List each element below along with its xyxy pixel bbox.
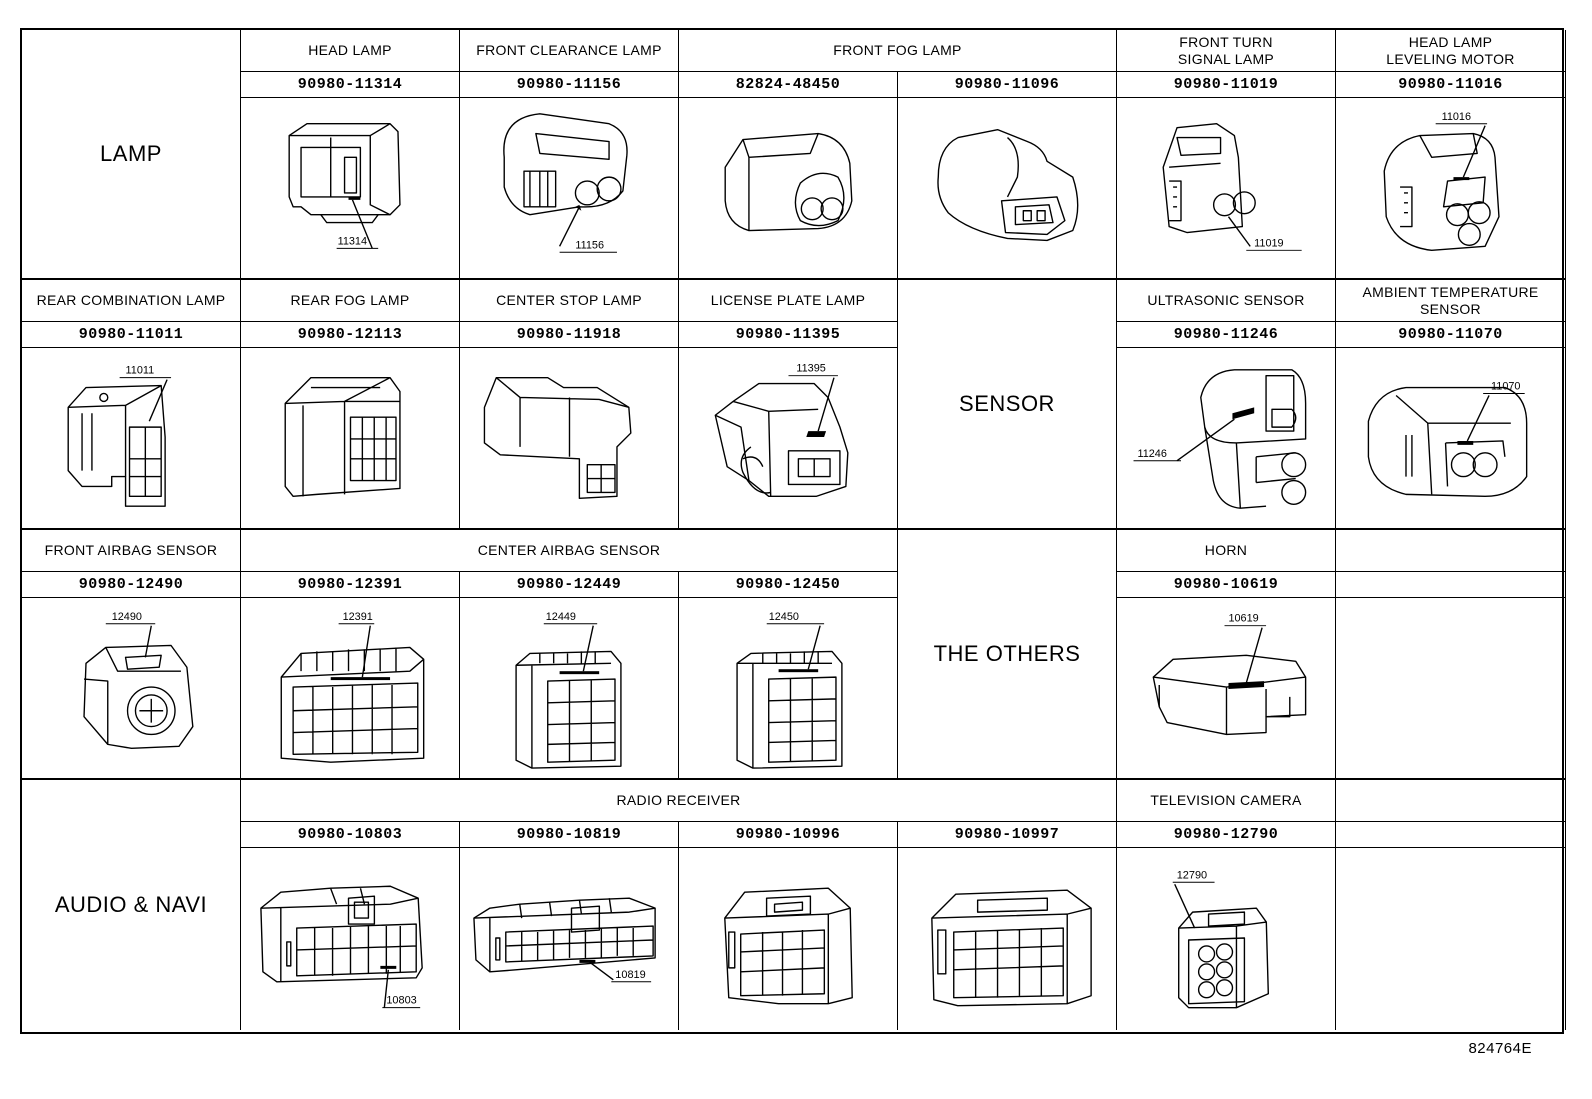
- connector-name-front-fog-lamp: FRONT FOG LAMP: [679, 30, 1117, 72]
- connector-drawing-48450: [679, 98, 898, 280]
- name-text: FRONT TURN SIGNAL LAMP: [1177, 33, 1275, 67]
- callout-label: 11011: [126, 365, 155, 377]
- connector-drawing-11156: 11156: [460, 98, 679, 280]
- connector-drawing-12450: 12450: [679, 598, 898, 780]
- connector-drawing-11019: 11019: [1117, 98, 1336, 280]
- callout-label: 11246: [1137, 448, 1166, 460]
- connector-drawing-10819: 10819: [460, 848, 679, 1030]
- part-number: 90980-12391: [241, 572, 460, 598]
- callout-label: 11395: [796, 363, 825, 375]
- callout-label: 12490: [112, 611, 142, 623]
- part-number: 90980-11019: [1117, 72, 1336, 98]
- connector-drawing-12449: 12449: [460, 598, 679, 780]
- part-number: 90980-11246: [1117, 322, 1336, 348]
- diagram-id: 824764E: [1468, 1040, 1532, 1057]
- category-lamp: LAMP: [22, 30, 241, 280]
- part-number: 90980-12790: [1117, 822, 1336, 848]
- part-number: 90980-11918: [460, 322, 679, 348]
- connector-drawing-12391: 12391: [241, 598, 460, 780]
- connector-name-front-clearance-lamp: FRONT CLEARANCE LAMP: [460, 30, 679, 72]
- callout-label: 12391: [343, 611, 373, 623]
- name-text: HEAD LAMP LEVELING MOTOR: [1386, 33, 1515, 67]
- connector-name-front-turn-signal-lamp: FRONT TURN SIGNAL LAMP: [1117, 30, 1336, 72]
- part-number: 90980-12113: [241, 322, 460, 348]
- name-text: AMBIENT TEMPERATURE SENSOR: [1362, 283, 1539, 317]
- connector-drawing-11096: [898, 98, 1117, 280]
- empty-cell: [1336, 598, 1566, 780]
- connector-drawing-10803: 10803: [241, 848, 460, 1030]
- connector-name-ambient-temperature-sensor: AMBIENT TEMPERATURE SENSOR: [1336, 280, 1566, 322]
- callout-label: 11070: [1491, 381, 1520, 393]
- callout-label: 11156: [575, 239, 604, 251]
- connector-name-rear-fog-lamp: REAR FOG LAMP: [241, 280, 460, 322]
- part-number: 82824-48450: [679, 72, 898, 98]
- connector-drawing-11070: 11070: [1336, 348, 1566, 530]
- callout-label: 12449: [546, 611, 576, 623]
- part-number: 90980-12449: [460, 572, 679, 598]
- part-number: 90980-11395: [679, 322, 898, 348]
- connector-name-television-camera: TELEVISION CAMERA: [1117, 780, 1336, 822]
- connector-name-license-plate-lamp: LICENSE PLATE LAMP: [679, 280, 898, 322]
- callout-label: 11016: [1442, 111, 1471, 123]
- callout-label: 10819: [615, 969, 645, 981]
- connector-name-center-airbag-sensor: CENTER AIRBAG SENSOR: [241, 530, 898, 572]
- category-label: SENSOR: [959, 391, 1055, 416]
- part-number: 90980-10619: [1117, 572, 1336, 598]
- category-label: THE OTHERS: [933, 641, 1081, 666]
- connector-name-horn: HORN: [1117, 530, 1336, 572]
- connector-drawing-11011: 11011: [22, 348, 241, 530]
- part-number: 90980-12490: [22, 572, 241, 598]
- connector-name-front-airbag-sensor: FRONT AIRBAG SENSOR: [22, 530, 241, 572]
- part-number: 90980-11096: [898, 72, 1117, 98]
- part-number: 90980-11011: [22, 322, 241, 348]
- category-the-others: THE OTHERS: [898, 530, 1117, 780]
- connector-drawing-12790: 12790: [1117, 848, 1336, 1030]
- category-sensor: SENSOR: [898, 280, 1117, 530]
- category-label: LAMP: [100, 141, 162, 166]
- part-number: 90980-10997: [898, 822, 1117, 848]
- connector-name-ultrasonic-sensor: ULTRASONIC SENSOR: [1117, 280, 1336, 322]
- category-label: AUDIO & NAVI: [54, 892, 208, 917]
- empty-cell: [1336, 848, 1566, 1030]
- connector-name-radio-receiver: RADIO RECEIVER: [241, 780, 1117, 822]
- empty-cell: [1336, 572, 1566, 598]
- connector-name-rear-combination-lamp: REAR COMBINATION LAMP: [22, 280, 241, 322]
- part-number: 90980-10996: [679, 822, 898, 848]
- empty-cell: [1336, 530, 1566, 572]
- connector-drawing-12490: 12490: [22, 598, 241, 780]
- callout-label: 12450: [769, 611, 799, 623]
- connector-drawing-12113: [241, 348, 460, 530]
- part-number: 90980-10803: [241, 822, 460, 848]
- connector-drawing-11395: 11395: [679, 348, 898, 530]
- category-audio-navi: AUDIO & NAVI: [22, 780, 241, 1030]
- callout-label: 11314: [338, 235, 367, 247]
- connector-name-center-stop-lamp: CENTER STOP LAMP: [460, 280, 679, 322]
- connector-drawing-11918: [460, 348, 679, 530]
- callout-label: 10619: [1228, 613, 1258, 625]
- connector-drawing-11246: 11246: [1117, 348, 1336, 530]
- connector-name-head-lamp-leveling-motor: HEAD LAMP LEVELING MOTOR: [1336, 30, 1566, 72]
- part-number: 90980-12450: [679, 572, 898, 598]
- connector-table: LAMP HEAD LAMP FRONT CLEARANCE LAMP FRON…: [20, 28, 1566, 1034]
- connector-name-head-lamp: HEAD LAMP: [241, 30, 460, 72]
- callout-label: 10803: [386, 995, 416, 1007]
- connector-drawing-11016: 11016: [1336, 98, 1566, 280]
- empty-cell: [1336, 822, 1566, 848]
- part-number: 90980-11314: [241, 72, 460, 98]
- connector-drawing-10619: 10619: [1117, 598, 1336, 780]
- part-number: 90980-11070: [1336, 322, 1566, 348]
- part-number: 90980-11016: [1336, 72, 1566, 98]
- empty-cell: [1336, 780, 1566, 822]
- connector-drawing-10996: [679, 848, 898, 1030]
- connector-drawing-10997: [898, 848, 1117, 1030]
- connector-drawing-11314: 11314: [241, 98, 460, 280]
- callout-label: 12790: [1177, 869, 1207, 881]
- callout-label: 11019: [1254, 237, 1283, 249]
- part-number: 90980-11156: [460, 72, 679, 98]
- part-number: 90980-10819: [460, 822, 679, 848]
